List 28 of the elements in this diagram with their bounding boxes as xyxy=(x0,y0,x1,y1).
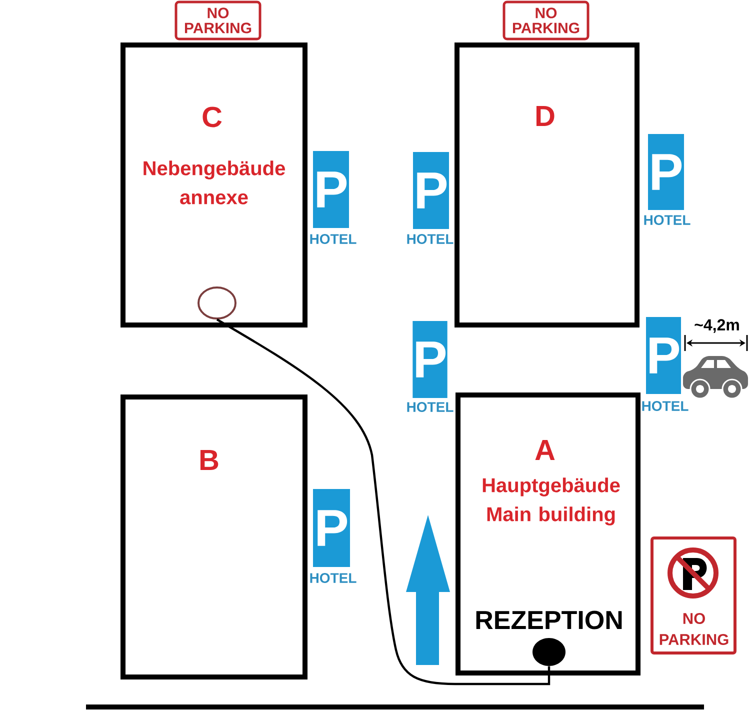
building-letter: C xyxy=(202,106,222,128)
sign-caption: HOTEL xyxy=(310,573,356,583)
building-letter: B xyxy=(200,450,218,470)
sign-caption: HOTEL xyxy=(310,234,356,244)
no-parking-sign: NO PARKING xyxy=(502,0,590,40)
building-name: Nebengebäude annexe xyxy=(144,160,285,204)
sign-caption: HOTEL xyxy=(407,234,454,244)
building-letter: D xyxy=(536,106,554,126)
parking-sign: P xyxy=(648,134,684,210)
reception-label: REZEPTION xyxy=(476,610,622,630)
parking-sign: P xyxy=(413,152,449,229)
building-box xyxy=(456,392,640,676)
building-box xyxy=(454,42,640,328)
sign-caption: HOTEL xyxy=(644,215,690,225)
building-box xyxy=(120,394,308,680)
circle-marker xyxy=(198,286,236,320)
parking-sign: P xyxy=(412,321,448,398)
sign-caption: HOTEL xyxy=(642,401,688,411)
dot-marker xyxy=(532,638,566,666)
parking-sign: P xyxy=(646,317,681,394)
parking-sign: P xyxy=(313,489,350,567)
no-parking-sign: NO PARKING xyxy=(174,0,262,40)
route-line xyxy=(216,318,550,686)
building-box xyxy=(120,42,308,328)
building-name: Hauptgebäude Main building xyxy=(482,478,620,526)
parking-sign: P xyxy=(313,151,349,228)
sign-caption: HOTEL xyxy=(407,402,454,412)
building-letter: A xyxy=(535,440,555,460)
